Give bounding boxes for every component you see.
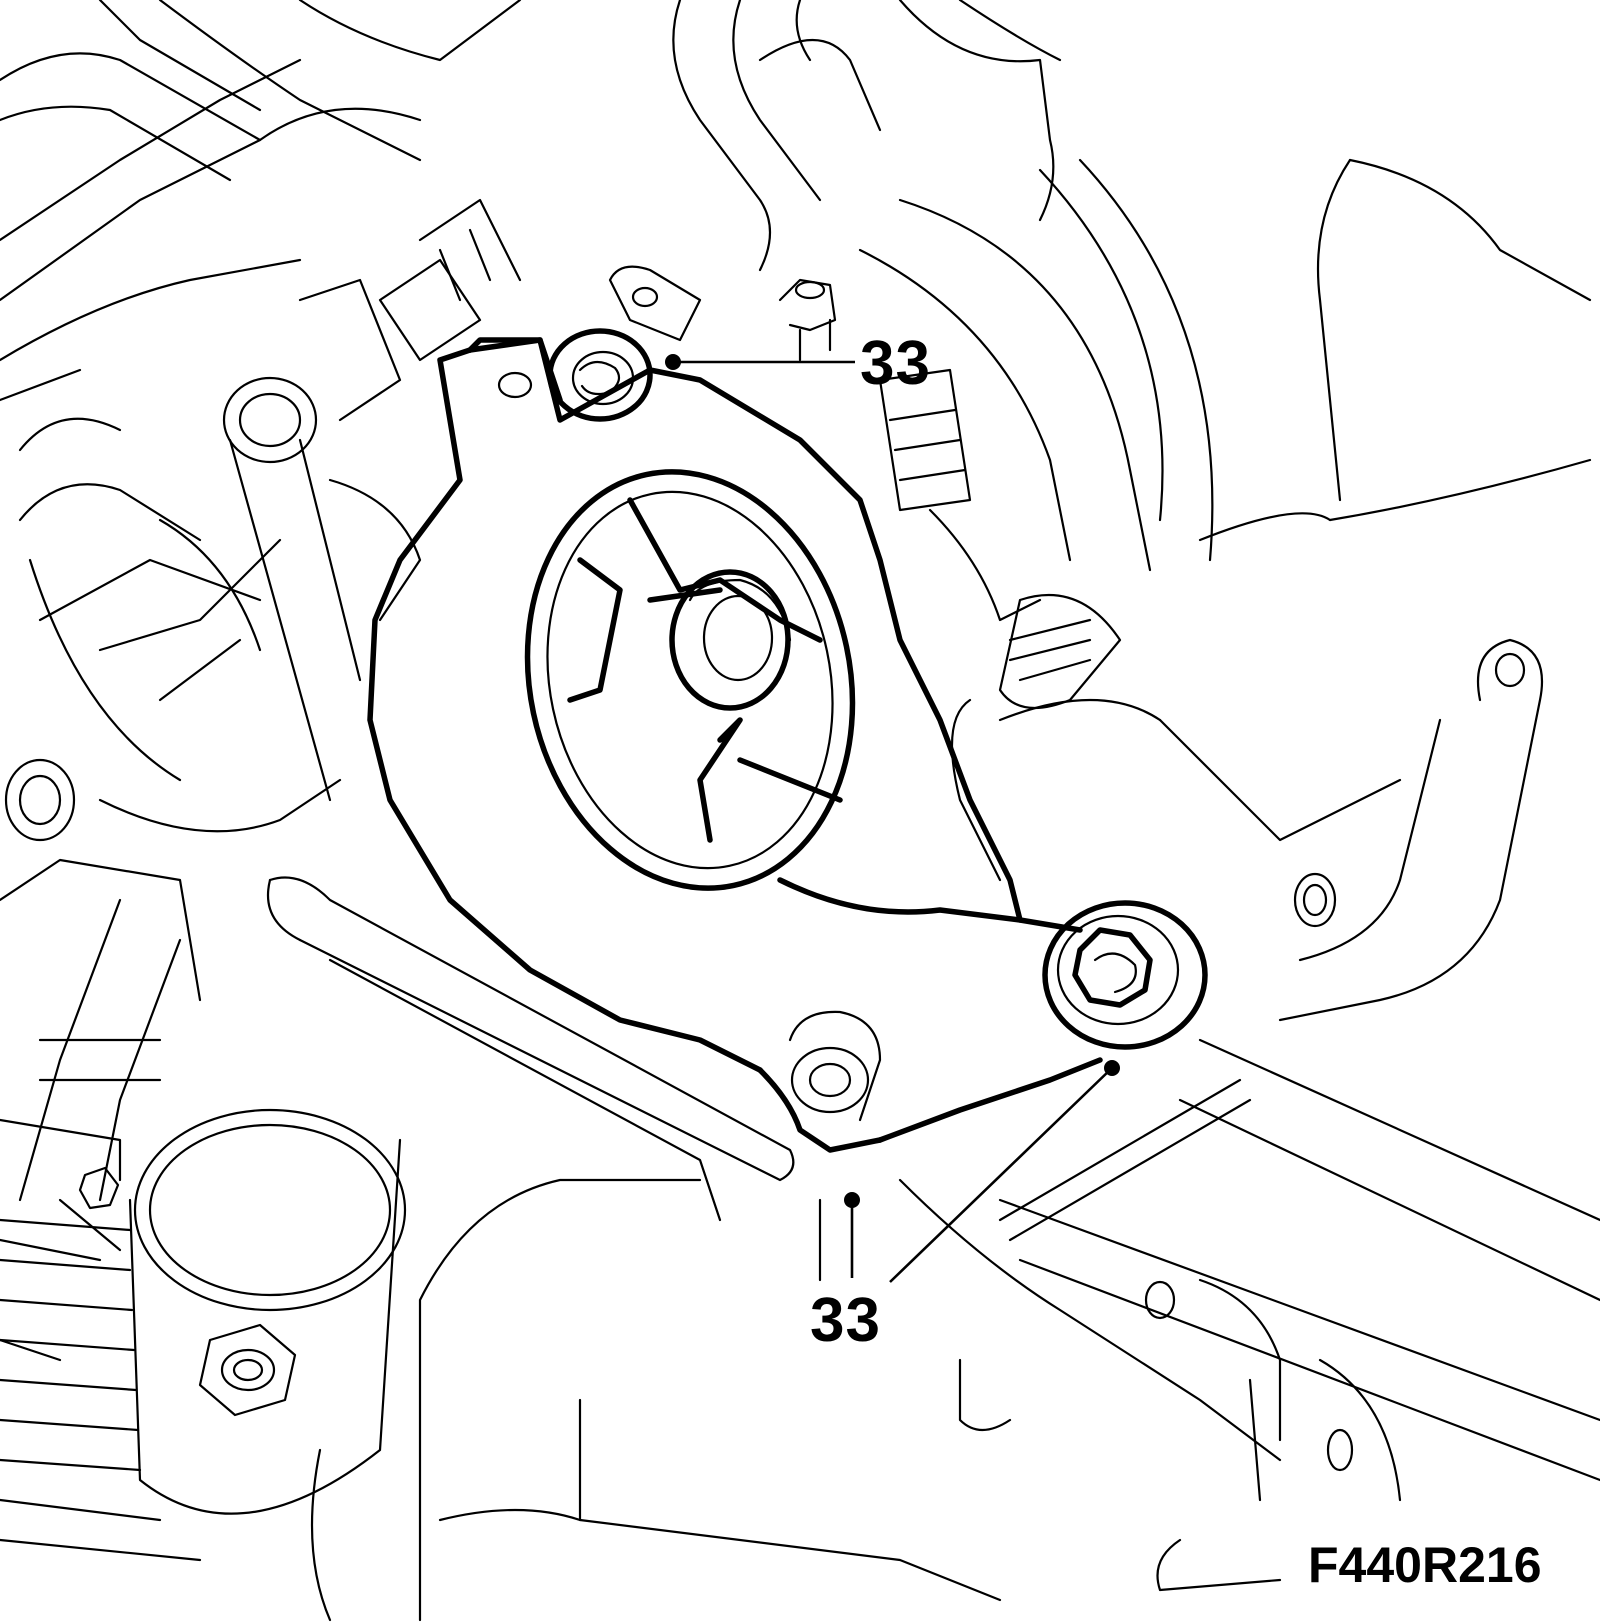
callout-leaders [665, 354, 1120, 1283]
mount-bolt-top [547, 328, 653, 422]
mount-bolt-right [1042, 900, 1208, 1050]
callout-label-bottom: 33 [810, 1286, 881, 1355]
callout-label-top: 33 [860, 329, 931, 398]
engine-mount [367, 337, 1103, 1153]
figure-code: F440R216 [1308, 1537, 1542, 1593]
oil-filter [0, 1108, 407, 1562]
support-bar [266, 876, 1252, 1282]
